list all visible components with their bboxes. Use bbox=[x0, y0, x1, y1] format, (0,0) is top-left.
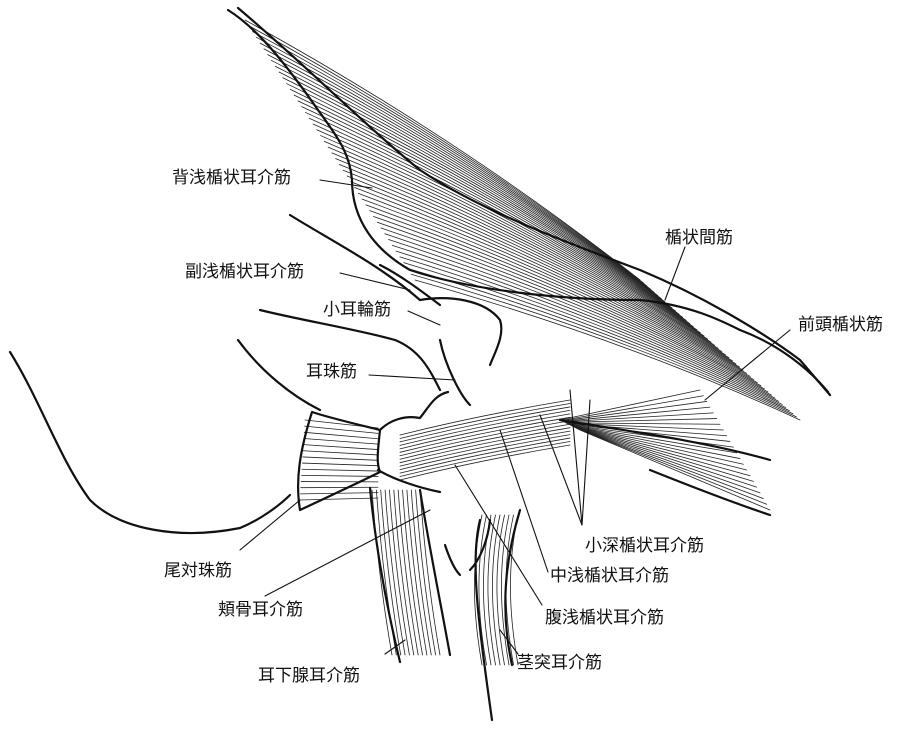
label-tragicus: 耳珠筋 bbox=[306, 364, 357, 381]
label-ventral-superficial-scutuloauricular: 腹浅楯状耳介筋 bbox=[545, 610, 664, 627]
label-accessory-superficial-scutuloauricular: 副浅楯状耳介筋 bbox=[185, 264, 304, 281]
label-middle-superficial-scutuloauricular: 中浅楯状耳介筋 bbox=[550, 568, 669, 585]
fibers-frontoscutular bbox=[560, 390, 770, 510]
fibers-antitragicus bbox=[300, 420, 378, 500]
label-zygomaticoauricular: 頬骨耳介筋 bbox=[218, 602, 303, 619]
label-helicis-minor: 小耳輪筋 bbox=[323, 302, 391, 319]
label-frontoscutular: 前頭楯状筋 bbox=[798, 317, 883, 334]
muscle-fibers bbox=[245, 20, 800, 665]
label-parotidoauricular: 耳下腺耳介筋 bbox=[258, 668, 360, 685]
label-deep-scutuloauricular-minor: 小深楯状耳介筋 bbox=[585, 538, 704, 555]
label-antitragicus: 尾対珠筋 bbox=[164, 563, 232, 580]
fibers-dorsal-sheet bbox=[245, 20, 800, 420]
label-styloauricular: 茎突耳介筋 bbox=[517, 655, 602, 672]
label-dorsal-superficial-scutuloauricular: 背浅楯状耳介筋 bbox=[172, 170, 291, 187]
label-interscutular: 楯状間筋 bbox=[665, 230, 733, 247]
